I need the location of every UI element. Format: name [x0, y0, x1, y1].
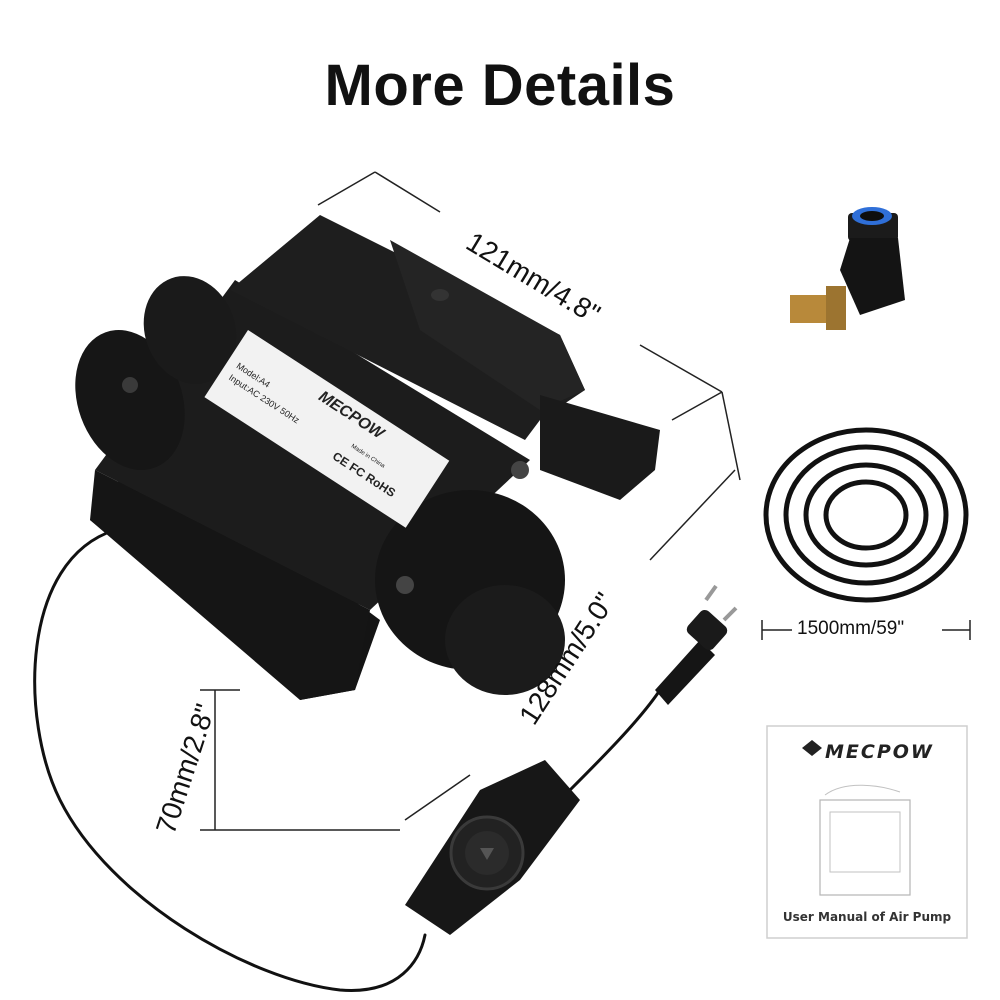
manual-brand: MECPOW [825, 741, 934, 763]
hose-coil-icon [763, 427, 969, 603]
manual-title: User Manual of Air Pump [782, 910, 952, 924]
user-manual-booklet [766, 725, 968, 939]
page-title: More Details [324, 53, 676, 118]
elbow-fitting-icon [790, 207, 905, 330]
dimension-lines [200, 171, 741, 831]
speed-dial-switch [405, 760, 580, 935]
power-plug-icon [655, 584, 738, 705]
hose-dimension-line [761, 620, 971, 640]
power-cable [33, 528, 662, 992]
hose-length-label: 1500mm/59" [797, 618, 905, 639]
